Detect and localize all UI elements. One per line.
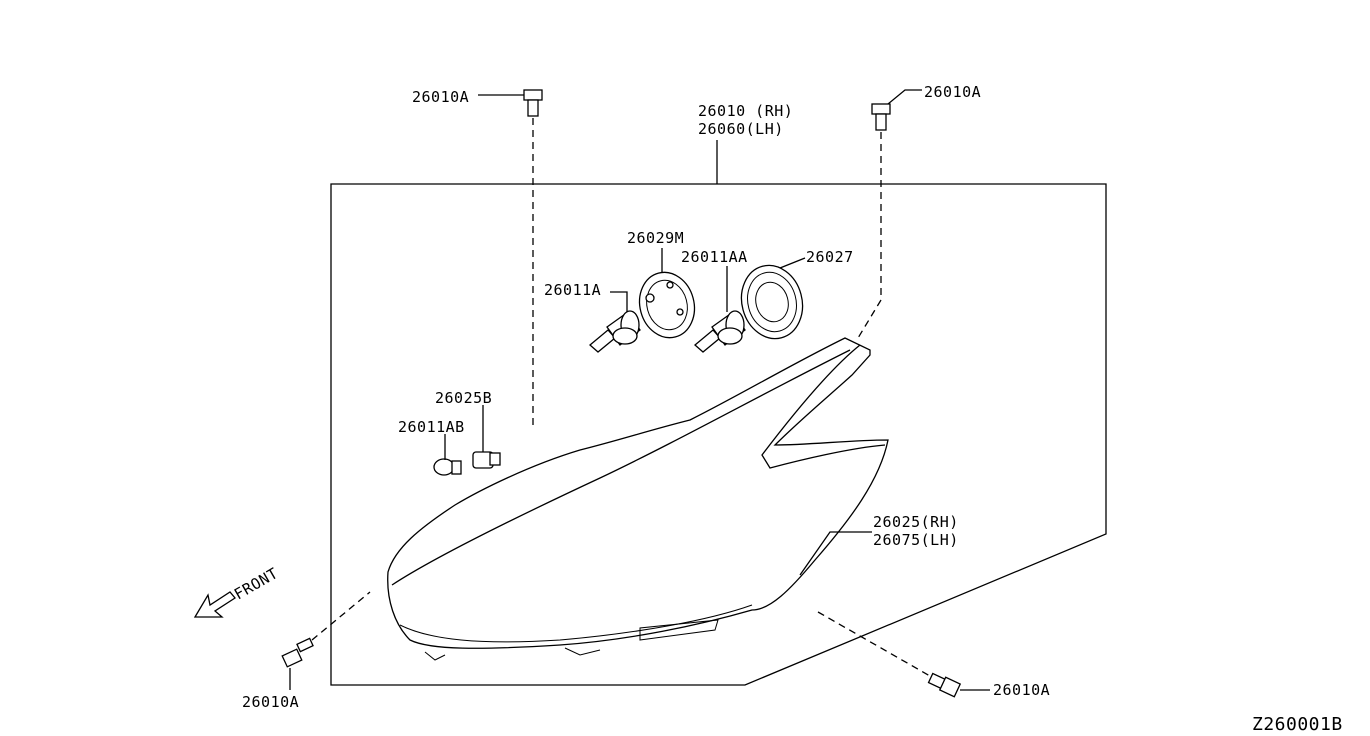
side-bulb-icon xyxy=(433,434,462,476)
label-bulb-low: 26011A xyxy=(544,281,601,299)
housing-leader xyxy=(799,531,872,576)
label-bulb-high: 26011AA xyxy=(681,248,748,266)
low-beam-bulb-icon xyxy=(588,291,641,353)
diagram-id: Z260001B xyxy=(1252,714,1343,735)
socket-icon xyxy=(472,405,501,469)
label-bulb-cover-left: 26029M xyxy=(627,229,684,247)
label-bolt-top-right: 26010A xyxy=(924,83,981,101)
label-side-bulb: 26011AB xyxy=(398,418,465,436)
bolt-bottom-right-axis xyxy=(817,611,931,677)
bulb-cover-left-icon xyxy=(638,248,696,339)
bulb-cover-right-icon xyxy=(740,257,806,340)
label-bulb-cover-right: 26027 xyxy=(806,248,854,266)
label-socket: 26025B xyxy=(435,389,492,407)
label-assembly-rh: 26010 (RH) xyxy=(698,102,793,120)
label-housing-rh: 26025(RH) xyxy=(873,513,959,531)
high-beam-bulb-icon xyxy=(693,266,746,353)
label-bolt-bottom-right: 26010A xyxy=(993,681,1050,699)
label-front: FRONT xyxy=(231,564,281,603)
bolt-top-left-icon xyxy=(478,89,543,117)
bolt-bottom-left-icon xyxy=(281,637,314,690)
headlamp-housing xyxy=(387,337,889,661)
bolt-top-right-icon xyxy=(871,89,922,131)
label-bolt-top-left: 26010A xyxy=(412,88,469,106)
bolt-bottom-left-axis xyxy=(311,591,371,641)
front-arrow-icon xyxy=(193,591,236,618)
label-assembly-lh: 26060(LH) xyxy=(698,120,784,138)
assembly-frame xyxy=(330,183,1107,686)
bolt-top-right-axis-2 xyxy=(857,299,882,339)
label-bolt-bottom-left: 26010A xyxy=(242,693,299,711)
bolt-bottom-right-icon xyxy=(927,672,990,698)
label-housing-lh: 26075(LH) xyxy=(873,531,959,549)
